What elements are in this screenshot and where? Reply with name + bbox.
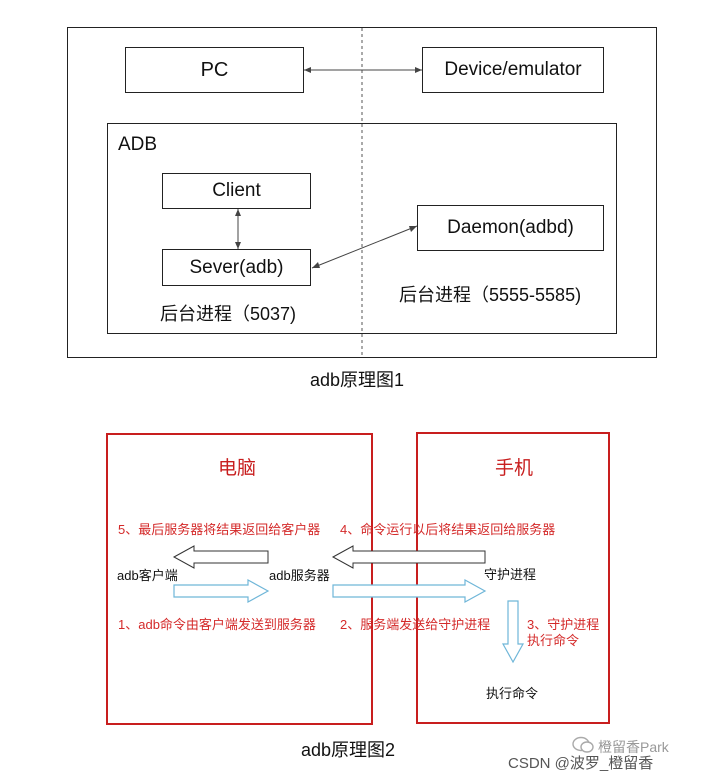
client-label: Client — [212, 180, 261, 201]
server-label: Sever(adb) — [189, 256, 284, 278]
execute-command-label: 执行命令 — [486, 686, 539, 701]
wechat-icon — [572, 736, 594, 754]
pc-label: PC — [200, 58, 229, 81]
computer-frame — [106, 433, 373, 725]
device-label: Device/emulator — [444, 59, 582, 80]
bg-process-left: 后台进程（5037) — [160, 304, 297, 324]
return-arrow-to-client — [172, 545, 269, 569]
adb-title: ADB — [118, 134, 158, 155]
adb-container — [107, 123, 617, 334]
diagram2-caption: adb原理图2 — [301, 740, 396, 760]
diagram1-caption: adb原理图1 — [310, 370, 405, 390]
step3-label-line1: 3、守护进程 — [527, 617, 600, 632]
computer-title: 电脑 — [218, 457, 257, 479]
step4-label: 4、命令运行以后将结果返回给服务器 — [340, 522, 556, 537]
step3-label-line2: 执行命令 — [527, 633, 580, 648]
execute-down-arrow — [501, 600, 525, 664]
adb-server-label: adb服务器 — [269, 568, 330, 583]
phone-title: 手机 — [495, 457, 534, 479]
daemon-box: Daemon(adbd) — [417, 205, 604, 251]
watermark-line1: 橙留香Park — [598, 739, 669, 755]
step1-label: 1、adb命令由客户端发送到服务器 — [118, 617, 316, 632]
adb-client-label: adb客户端 — [117, 568, 178, 583]
device-box: Device/emulator — [422, 47, 604, 93]
send-arrow-to-server — [173, 578, 270, 604]
bg-process-right: 后台进程（5555-5585) — [399, 285, 582, 305]
daemon-label: Daemon(adbd) — [447, 217, 574, 238]
watermark-line2: CSDN @波罗_橙留香 — [508, 755, 654, 772]
phone-frame — [416, 432, 610, 724]
step5-label: 5、最后服务器将结果返回给客户器 — [118, 522, 321, 537]
server-daemon-arrow — [311, 225, 418, 269]
send-arrow-to-daemon — [332, 578, 487, 604]
step2-label: 2、服务端发送给守护进程 — [340, 617, 491, 632]
daemon-process-label: 守护进程 — [484, 567, 537, 582]
server-box: Sever(adb) — [162, 249, 311, 286]
client-box: Client — [162, 173, 311, 209]
pc-box: PC — [125, 47, 304, 93]
diagram1-frame — [67, 27, 657, 358]
return-arrow-to-server — [331, 545, 486, 569]
